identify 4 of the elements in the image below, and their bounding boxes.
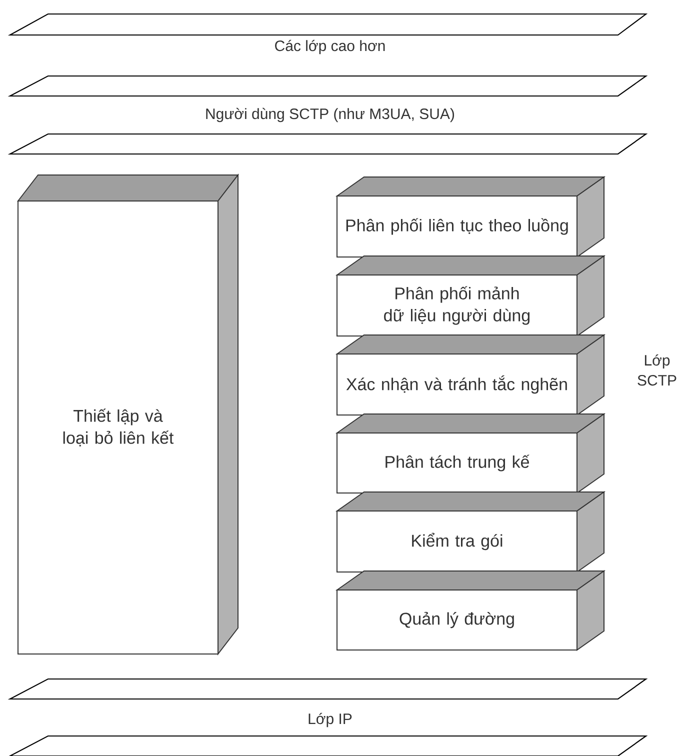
layer-label: Người dùng SCTP (như M3UA, SUA) [206, 108, 454, 122]
layer-label: Lớp IP [308, 712, 352, 728]
layer-label: Các lớp cao hơn [275, 40, 385, 54]
layer-label: Lớp SCTP [638, 354, 676, 386]
